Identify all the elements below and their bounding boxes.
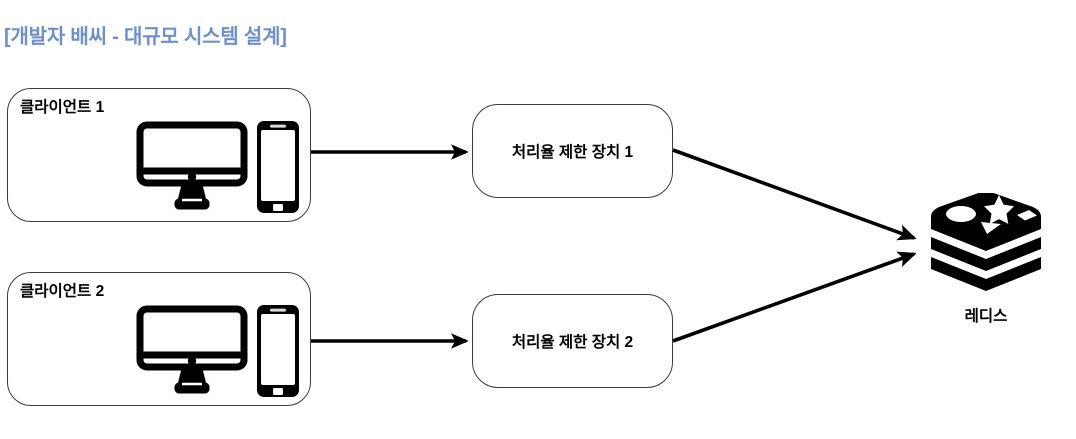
rate-limiter-box-2-label: 처리율 제한 장치 2 <box>511 334 634 351</box>
desktop-monitor-icon <box>136 305 248 394</box>
rate-limiter-box-1-label: 처리율 제한 장치 1 <box>511 144 634 161</box>
arrow-limiter2-to-redis <box>672 251 917 343</box>
client-2-device-icons <box>136 305 301 397</box>
desktop-monitor-icon <box>136 121 248 210</box>
rate-limiter-box-2[interactable]: 처리율 제한 장치 2 <box>472 294 673 388</box>
client-box-1-label: 클라이언트 1 <box>20 99 105 116</box>
page-title: [개발자 배씨 - 대규모 시스템 설계] <box>4 26 287 48</box>
arrow-limiter1-to-redis <box>672 148 917 241</box>
client-1-device-icons <box>136 121 301 213</box>
smartphone-icon <box>257 121 299 213</box>
client-box-1[interactable]: 클라이언트 1 <box>7 88 311 222</box>
redis-label: 레디스 <box>964 308 1008 325</box>
redis-stack-icon <box>931 192 1041 291</box>
smartphone-icon <box>257 305 299 397</box>
client-box-2[interactable]: 클라이언트 2 <box>7 272 311 406</box>
redis-node[interactable]: 레디스 <box>925 192 1047 326</box>
client-box-2-label: 클라이언트 2 <box>20 283 105 300</box>
rate-limiter-box-1[interactable]: 처리율 제한 장치 1 <box>472 104 673 198</box>
